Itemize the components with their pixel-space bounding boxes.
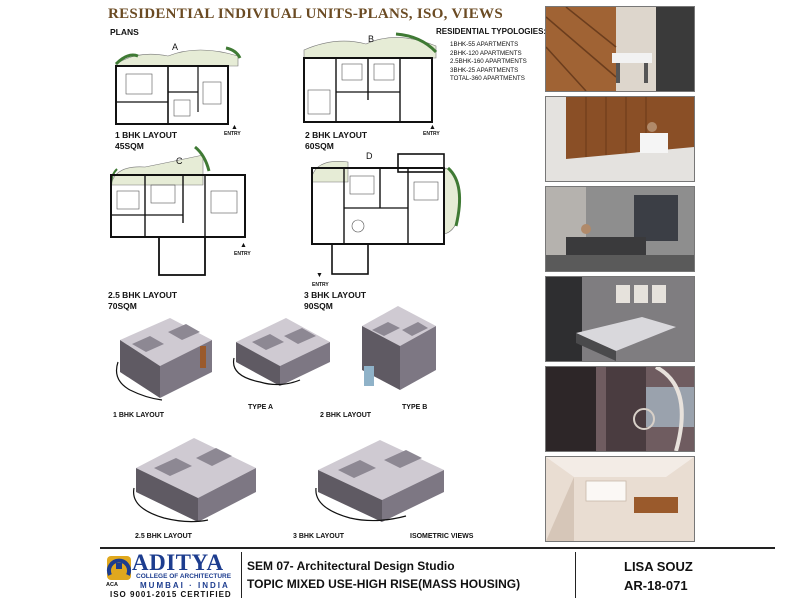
- plans-heading: PLANS: [110, 27, 139, 37]
- typology-item: 3BHK-25 APARTMENTS: [450, 66, 519, 74]
- floor-plan-a: [114, 46, 242, 125]
- logo-iso: ISO 9001-2015 CERTIFIED: [110, 590, 232, 599]
- plan-b-area: 60SQM: [305, 141, 334, 151]
- logo-name: ADITYA: [132, 550, 224, 575]
- course-title: SEM 07- Architectural Design Studio: [247, 559, 455, 573]
- plan-d-layout: 3 BHK LAYOUT: [304, 290, 367, 300]
- entry-label-d: ENTRY: [312, 282, 329, 288]
- footer-separator-1: [241, 552, 242, 598]
- entry-arrow-b: ▲: [429, 124, 436, 131]
- render-bedroom: [545, 276, 695, 362]
- iso-view-type-b: [362, 306, 436, 390]
- floor-plan-d: [311, 153, 462, 275]
- render-living-wood-wall: [545, 96, 695, 182]
- entry-arrow-a: ▲: [231, 124, 238, 131]
- student-name: LISA SOUZ: [624, 559, 693, 574]
- plan-marker-d: D: [366, 151, 373, 161]
- render-dining-graphic: [546, 7, 694, 91]
- iso-view-3bhk: [315, 440, 444, 522]
- typology-item: TOTAL-360 APARTMENTS: [450, 75, 525, 83]
- floor-plan-c: [110, 145, 246, 276]
- iso-label-views: ISOMETRIC VIEWS: [410, 533, 474, 540]
- footer-divider: [100, 547, 775, 549]
- entry-label-a: ENTRY: [224, 131, 241, 137]
- typologies-block: RESIDENTIAL TYPOLOGIES: 1BHK-55 APARTMEN…: [436, 27, 546, 84]
- plan-c-layout: 2.5 BHK LAYOUT: [108, 290, 178, 300]
- college-logo-icon: [107, 556, 131, 580]
- plan-b-layout: 2 BHK LAYOUT: [305, 130, 368, 140]
- iso-label-type-a: TYPE A: [248, 404, 274, 411]
- logo-college: COLLEGE OF ARCHITECTURE: [136, 573, 232, 580]
- project-topic: TOPIC MIXED USE-HIGH RISE(MASS HOUSING): [247, 577, 521, 591]
- render-balcony-graphic: [546, 367, 694, 451]
- floor-plan-b: [303, 32, 438, 123]
- iso-view-1bhk: [115, 318, 212, 401]
- plan-marker-c: C: [176, 156, 183, 166]
- iso-label-type-b: TYPE B: [402, 404, 428, 411]
- logo-location: MUMBAI · INDIA: [140, 581, 230, 590]
- typology-item: 1BHK-55 APARTMENTS: [450, 41, 519, 48]
- iso-view-2-5bhk: [132, 438, 256, 523]
- plan-d-area: 90SQM: [304, 301, 333, 311]
- iso-label-2-5bhk: 2.5 BHK LAYOUT: [135, 533, 192, 540]
- iso-label-1bhk: 1 BHK LAYOUT: [113, 412, 165, 419]
- iso-label-3bhk: 3 BHK LAYOUT: [293, 533, 345, 540]
- plan-c-area: 70SQM: [108, 301, 137, 311]
- render-bathroom-graphic: [546, 457, 694, 541]
- render-sofa-graphic: [546, 187, 694, 271]
- entry-arrow-c: ▲: [240, 242, 247, 249]
- iso-view-2bhk: [232, 318, 330, 386]
- render-dining-room: [545, 6, 695, 92]
- render-bathroom: [545, 456, 695, 542]
- plan-marker-a: A: [172, 42, 179, 52]
- plan-a-area: 45SQM: [115, 141, 144, 151]
- render-living-graphic: [546, 97, 694, 181]
- entry-label-b: ENTRY: [423, 131, 440, 137]
- render-bedroom-graphic: [546, 277, 694, 361]
- typology-item: 2.5BHK-160 APARTMENTS: [450, 58, 527, 66]
- plan-a-layout: 1 BHK LAYOUT: [115, 130, 178, 140]
- student-id: AR-18-071: [624, 578, 688, 593]
- iso-label-2bhk: 2 BHK LAYOUT: [320, 412, 372, 419]
- typologies-heading: RESIDENTIAL TYPOLOGIES:: [436, 27, 547, 36]
- entry-arrow-d: ▼: [316, 272, 323, 279]
- typology-item: 2BHK-120 APARTMENTS: [450, 49, 522, 57]
- logo-aca: ACA: [106, 582, 118, 588]
- page-title: RESIDENTIAL INDIVIUAL UNITS-PLANS, ISO, …: [108, 6, 504, 22]
- render-balcony: [545, 366, 695, 452]
- entry-label-c: ENTRY: [234, 251, 251, 257]
- plan-marker-b: B: [368, 34, 375, 44]
- render-living-sofa: [545, 186, 695, 272]
- typologies-list: 1BHK-55 APARTMENTS 2BHK-120 APARTMENTS 2…: [450, 41, 546, 84]
- footer-separator-2: [575, 552, 576, 598]
